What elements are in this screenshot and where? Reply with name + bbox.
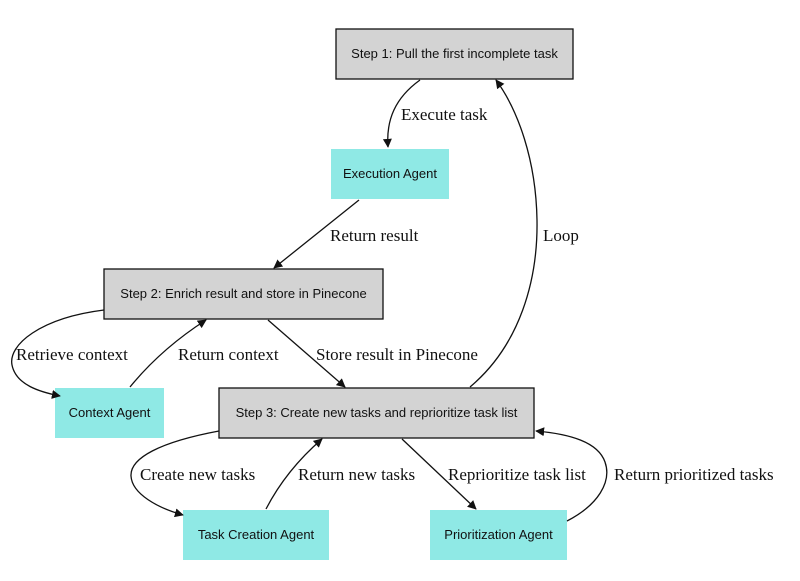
- edge-retrieve-context-label: Retrieve context: [16, 345, 128, 364]
- node-context-agent: Context Agent: [55, 388, 164, 438]
- node-step1: Step 1: Pull the first incomplete task: [335, 28, 574, 80]
- edge-reprioritize-label: Reprioritize task list: [448, 465, 586, 484]
- edge-execute-task: [382, 79, 421, 148]
- edge-return-new-tasks: [265, 438, 323, 510]
- node-execution-agent-label: Execution Agent: [343, 166, 437, 181]
- node-context-agent-label: Context Agent: [69, 405, 151, 420]
- node-step2: Step 2: Enrich result and store in Pinec…: [103, 268, 384, 320]
- edge-create-new-tasks-label: Create new tasks: [140, 465, 255, 484]
- node-step3-label: Step 3: Create new tasks and reprioritiz…: [236, 405, 518, 420]
- edge-loop-label: Loop: [543, 226, 579, 245]
- edge-reprioritize: [401, 438, 477, 510]
- edge-return-prioritized: [535, 427, 608, 522]
- edge-return-context: [129, 319, 207, 388]
- edge-return-context-label: Return context: [178, 345, 279, 364]
- node-task-creation-agent-label: Task Creation Agent: [198, 527, 315, 542]
- edge-store-result-label: Store result in Pinecone: [316, 345, 478, 364]
- node-step3: Step 3: Create new tasks and reprioritiz…: [218, 387, 535, 439]
- edge-loop: [469, 79, 538, 388]
- edge-return-result: [273, 199, 360, 269]
- node-task-creation-agent: Task Creation Agent: [183, 510, 329, 560]
- edge-retrieve-context: [11, 309, 105, 399]
- edge-return-result-label: Return result: [330, 226, 419, 245]
- node-prioritization-agent-label: Prioritization Agent: [444, 527, 553, 542]
- edge-return-prioritized-label: Return prioritized tasks: [614, 465, 774, 484]
- edge-return-new-tasks-label: Return new tasks: [298, 465, 415, 484]
- node-prioritization-agent: Prioritization Agent: [430, 510, 567, 560]
- edge-store-result: [267, 319, 346, 388]
- edge-execute-task-label: Execute task: [401, 105, 488, 124]
- node-step1-label: Step 1: Pull the first incomplete task: [351, 46, 558, 61]
- node-step2-label: Step 2: Enrich result and store in Pinec…: [120, 286, 366, 301]
- node-execution-agent: Execution Agent: [331, 149, 449, 199]
- edge-create-new-tasks: [130, 430, 220, 518]
